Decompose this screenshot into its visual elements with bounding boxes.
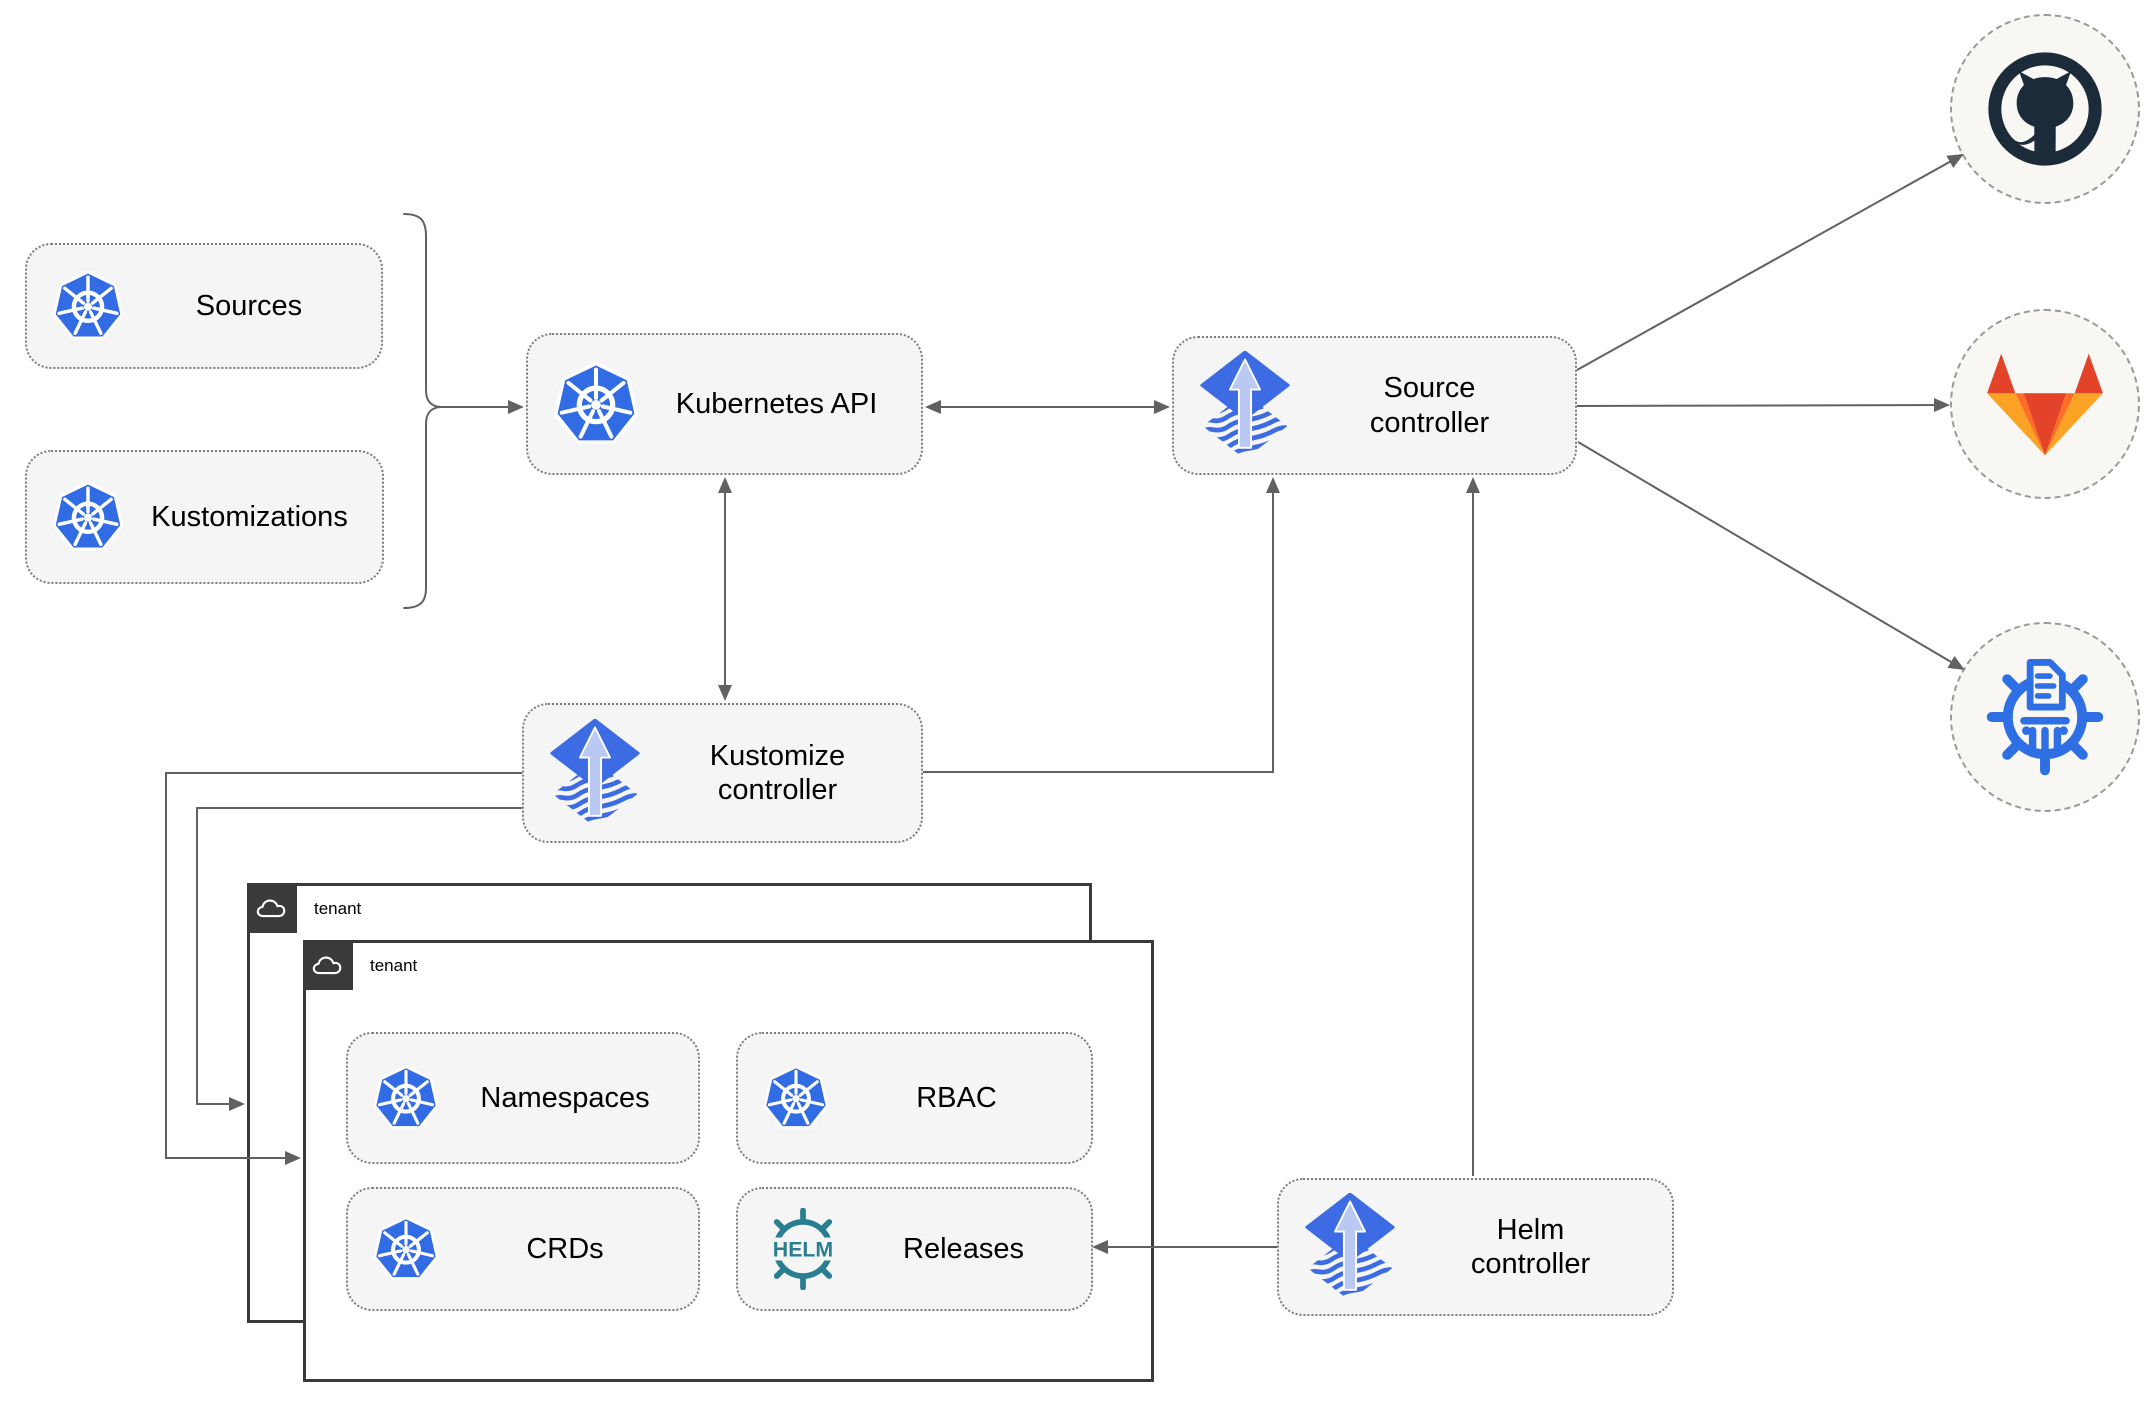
node-label: Kustomize controller [709, 739, 846, 806]
node-helm-controller: Helm controller [1277, 1178, 1674, 1316]
cloud-icon [303, 940, 353, 990]
kubernetes-icon [552, 360, 640, 448]
container-label: tenant [314, 899, 362, 918]
node-source-controller: Source controller [1172, 336, 1577, 475]
container-label: tenant [370, 956, 418, 975]
node-kustomizations: Kustomizations [25, 450, 384, 584]
node-rbac: RBAC [736, 1032, 1093, 1164]
cloud-icon [247, 883, 297, 933]
kubernetes-icon [372, 1215, 440, 1283]
node-label: RBAC [916, 1081, 997, 1114]
kubernetes-icon [762, 1064, 830, 1132]
node-label: Releases [903, 1232, 1024, 1265]
node-releases: HELM Releases [736, 1187, 1093, 1311]
arrow-source-controller-to-helm-repository [1577, 441, 1965, 671]
node-label: Kubernetes API [675, 387, 878, 420]
node-sources: Sources [25, 243, 383, 369]
github-icon [1986, 50, 2104, 168]
arrow-source-controller-to-gitlab [1576, 398, 1950, 413]
helm-repository-node [1950, 622, 2140, 812]
container-tenant-front: tenant Namespaces RBAC CRDs [303, 940, 1154, 1382]
kubernetes-icon [51, 480, 125, 554]
grouping-bracket [403, 213, 441, 609]
helm-repository-icon [1983, 655, 2107, 779]
helm-wordmark: HELM [773, 1237, 833, 1261]
node-namespaces: Namespaces [346, 1032, 700, 1164]
flux-icon [548, 719, 642, 828]
kubernetes-icon [51, 269, 125, 343]
node-label: Namespaces [480, 1081, 650, 1114]
node-label: CRDs [526, 1232, 604, 1265]
node-label: Source controller [1369, 372, 1490, 439]
flux-icon [1303, 1193, 1397, 1302]
node-label: Helm controller [1470, 1213, 1591, 1280]
node-label: Sources [195, 289, 303, 322]
arrow-kustomize-controller-to-source-controller [923, 477, 1280, 773]
arrow-source-controller-to-github [1576, 154, 1964, 371]
node-kubernetes-api: Kubernetes API [526, 333, 923, 475]
gitlab-icon [1984, 348, 2106, 461]
gitlab-repository-node [1950, 309, 2140, 499]
node-kustomize-controller: Kustomize controller [522, 703, 923, 843]
flux-icon [1198, 351, 1292, 460]
kubernetes-icon [372, 1064, 440, 1132]
github-repository-node [1950, 14, 2140, 204]
node-crds: CRDs [346, 1187, 700, 1311]
helm-icon: HELM [762, 1208, 844, 1290]
node-label: Kustomizations [151, 500, 348, 533]
